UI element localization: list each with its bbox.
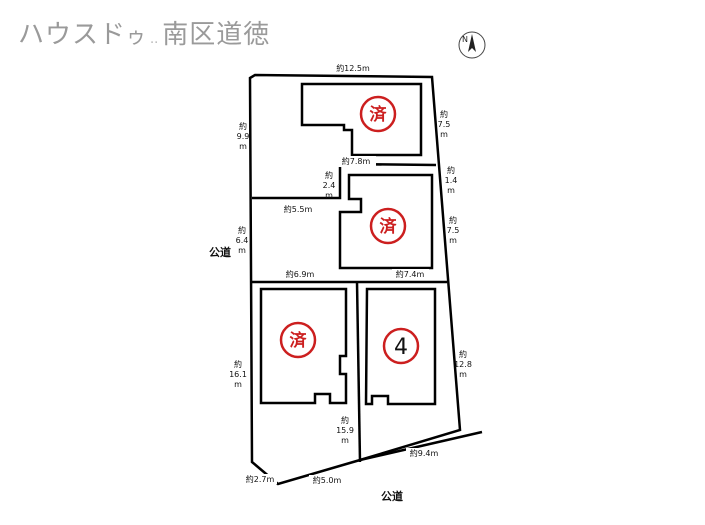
brand-logo: ハウスドゥ..南区道徳 — [18, 14, 270, 51]
sold-stamp-2: 済 — [369, 207, 407, 245]
dim-bottom-left: 約5.0m — [313, 475, 342, 485]
sold-stamp-3: 済 — [279, 321, 317, 359]
dim-top: 約12.5m — [336, 63, 370, 73]
dim-lower-left-width: 約6.9m — [286, 269, 315, 279]
dim-left-mid: 約 6.4 m — [236, 225, 249, 255]
sold-stamp-3-label: 済 — [290, 330, 308, 351]
building-lot4 — [364, 287, 437, 406]
svg-text:7.5: 7.5 — [438, 120, 451, 129]
svg-text:約: 約 — [440, 109, 448, 119]
svg-text:約: 約 — [449, 215, 457, 225]
svg-text:約: 約 — [341, 415, 349, 425]
svg-text:約: 約 — [459, 349, 467, 359]
svg-text:16.1: 16.1 — [229, 370, 247, 379]
lot-4-marker: 4 — [382, 327, 420, 365]
building-lot1 — [300, 82, 423, 157]
dim-inner-mid: 約5.5m — [284, 204, 313, 214]
dim-right-mid: 約 7.5 m — [447, 215, 460, 245]
dim-right-lower: 約 12.8 m — [454, 349, 472, 379]
sold-stamp-1-label: 済 — [370, 104, 388, 125]
svg-text:2.4: 2.4 — [323, 181, 336, 190]
svg-text:m: m — [440, 130, 448, 139]
road-edge-south — [359, 430, 483, 462]
area-name: 南区道徳 — [162, 20, 271, 50]
building-lot2 — [338, 173, 434, 270]
sold-stamp-2-label: 済 — [380, 216, 398, 237]
svg-text:約: 約 — [447, 165, 455, 175]
svg-text:m: m — [238, 246, 246, 255]
dim-center-lower: 約 15.9 m — [336, 415, 354, 445]
svg-text:7.5: 7.5 — [447, 226, 460, 235]
sold-stamp-1: 済 — [359, 95, 397, 133]
svg-text:15.9: 15.9 — [336, 426, 354, 435]
dim-left-upper: 約 9.9 m — [237, 121, 250, 151]
svg-text:6.4: 6.4 — [236, 236, 249, 245]
svg-text:約: 約 — [325, 170, 333, 180]
dim-right-upper: 約 7.5 m — [438, 109, 451, 139]
compass-north-label: N — [462, 35, 468, 44]
svg-text:m: m — [234, 380, 242, 389]
building-lot3 — [259, 287, 348, 405]
svg-text:1.4: 1.4 — [445, 176, 458, 185]
svg-text:12.8: 12.8 — [454, 360, 472, 369]
svg-text:約: 約 — [238, 225, 246, 235]
brand-name: ハウスド — [18, 20, 127, 50]
svg-text:m: m — [449, 236, 457, 245]
road-label-west-1: 公道 — [209, 245, 231, 259]
dim-bottom-left-corner: 約2.7m — [246, 474, 275, 484]
lot-divider-upper — [252, 162, 437, 200]
dim-lower-right-width: 約7.4m — [396, 269, 425, 279]
svg-text:9.9: 9.9 — [237, 132, 250, 141]
lot-divider-lower — [355, 281, 362, 463]
brand-name-small: ゥ — [126, 24, 147, 48]
compass-icon: N — [458, 31, 486, 59]
dim-mid-upper: 約7.8m — [342, 156, 371, 166]
svg-text:m: m — [325, 191, 333, 200]
dim-step-small: 約 2.4 m — [323, 170, 336, 200]
svg-text:約: 約 — [234, 359, 242, 369]
svg-text:m: m — [459, 370, 467, 379]
svg-text:m: m — [447, 186, 455, 195]
dim-right-small: 約 1.4 m — [445, 165, 458, 195]
svg-text:約: 約 — [239, 121, 247, 131]
road-label-south: 公道 — [381, 489, 403, 503]
site-boundary — [248, 73, 462, 486]
lot-4-number: 4 — [394, 335, 408, 360]
dim-bottom-right: 約9.4m — [410, 448, 439, 458]
svg-text:m: m — [239, 142, 247, 151]
brand-dots: .. — [150, 32, 159, 47]
dim-left-lower: 約 16.1 m — [229, 359, 247, 389]
svg-text:m: m — [341, 436, 349, 445]
